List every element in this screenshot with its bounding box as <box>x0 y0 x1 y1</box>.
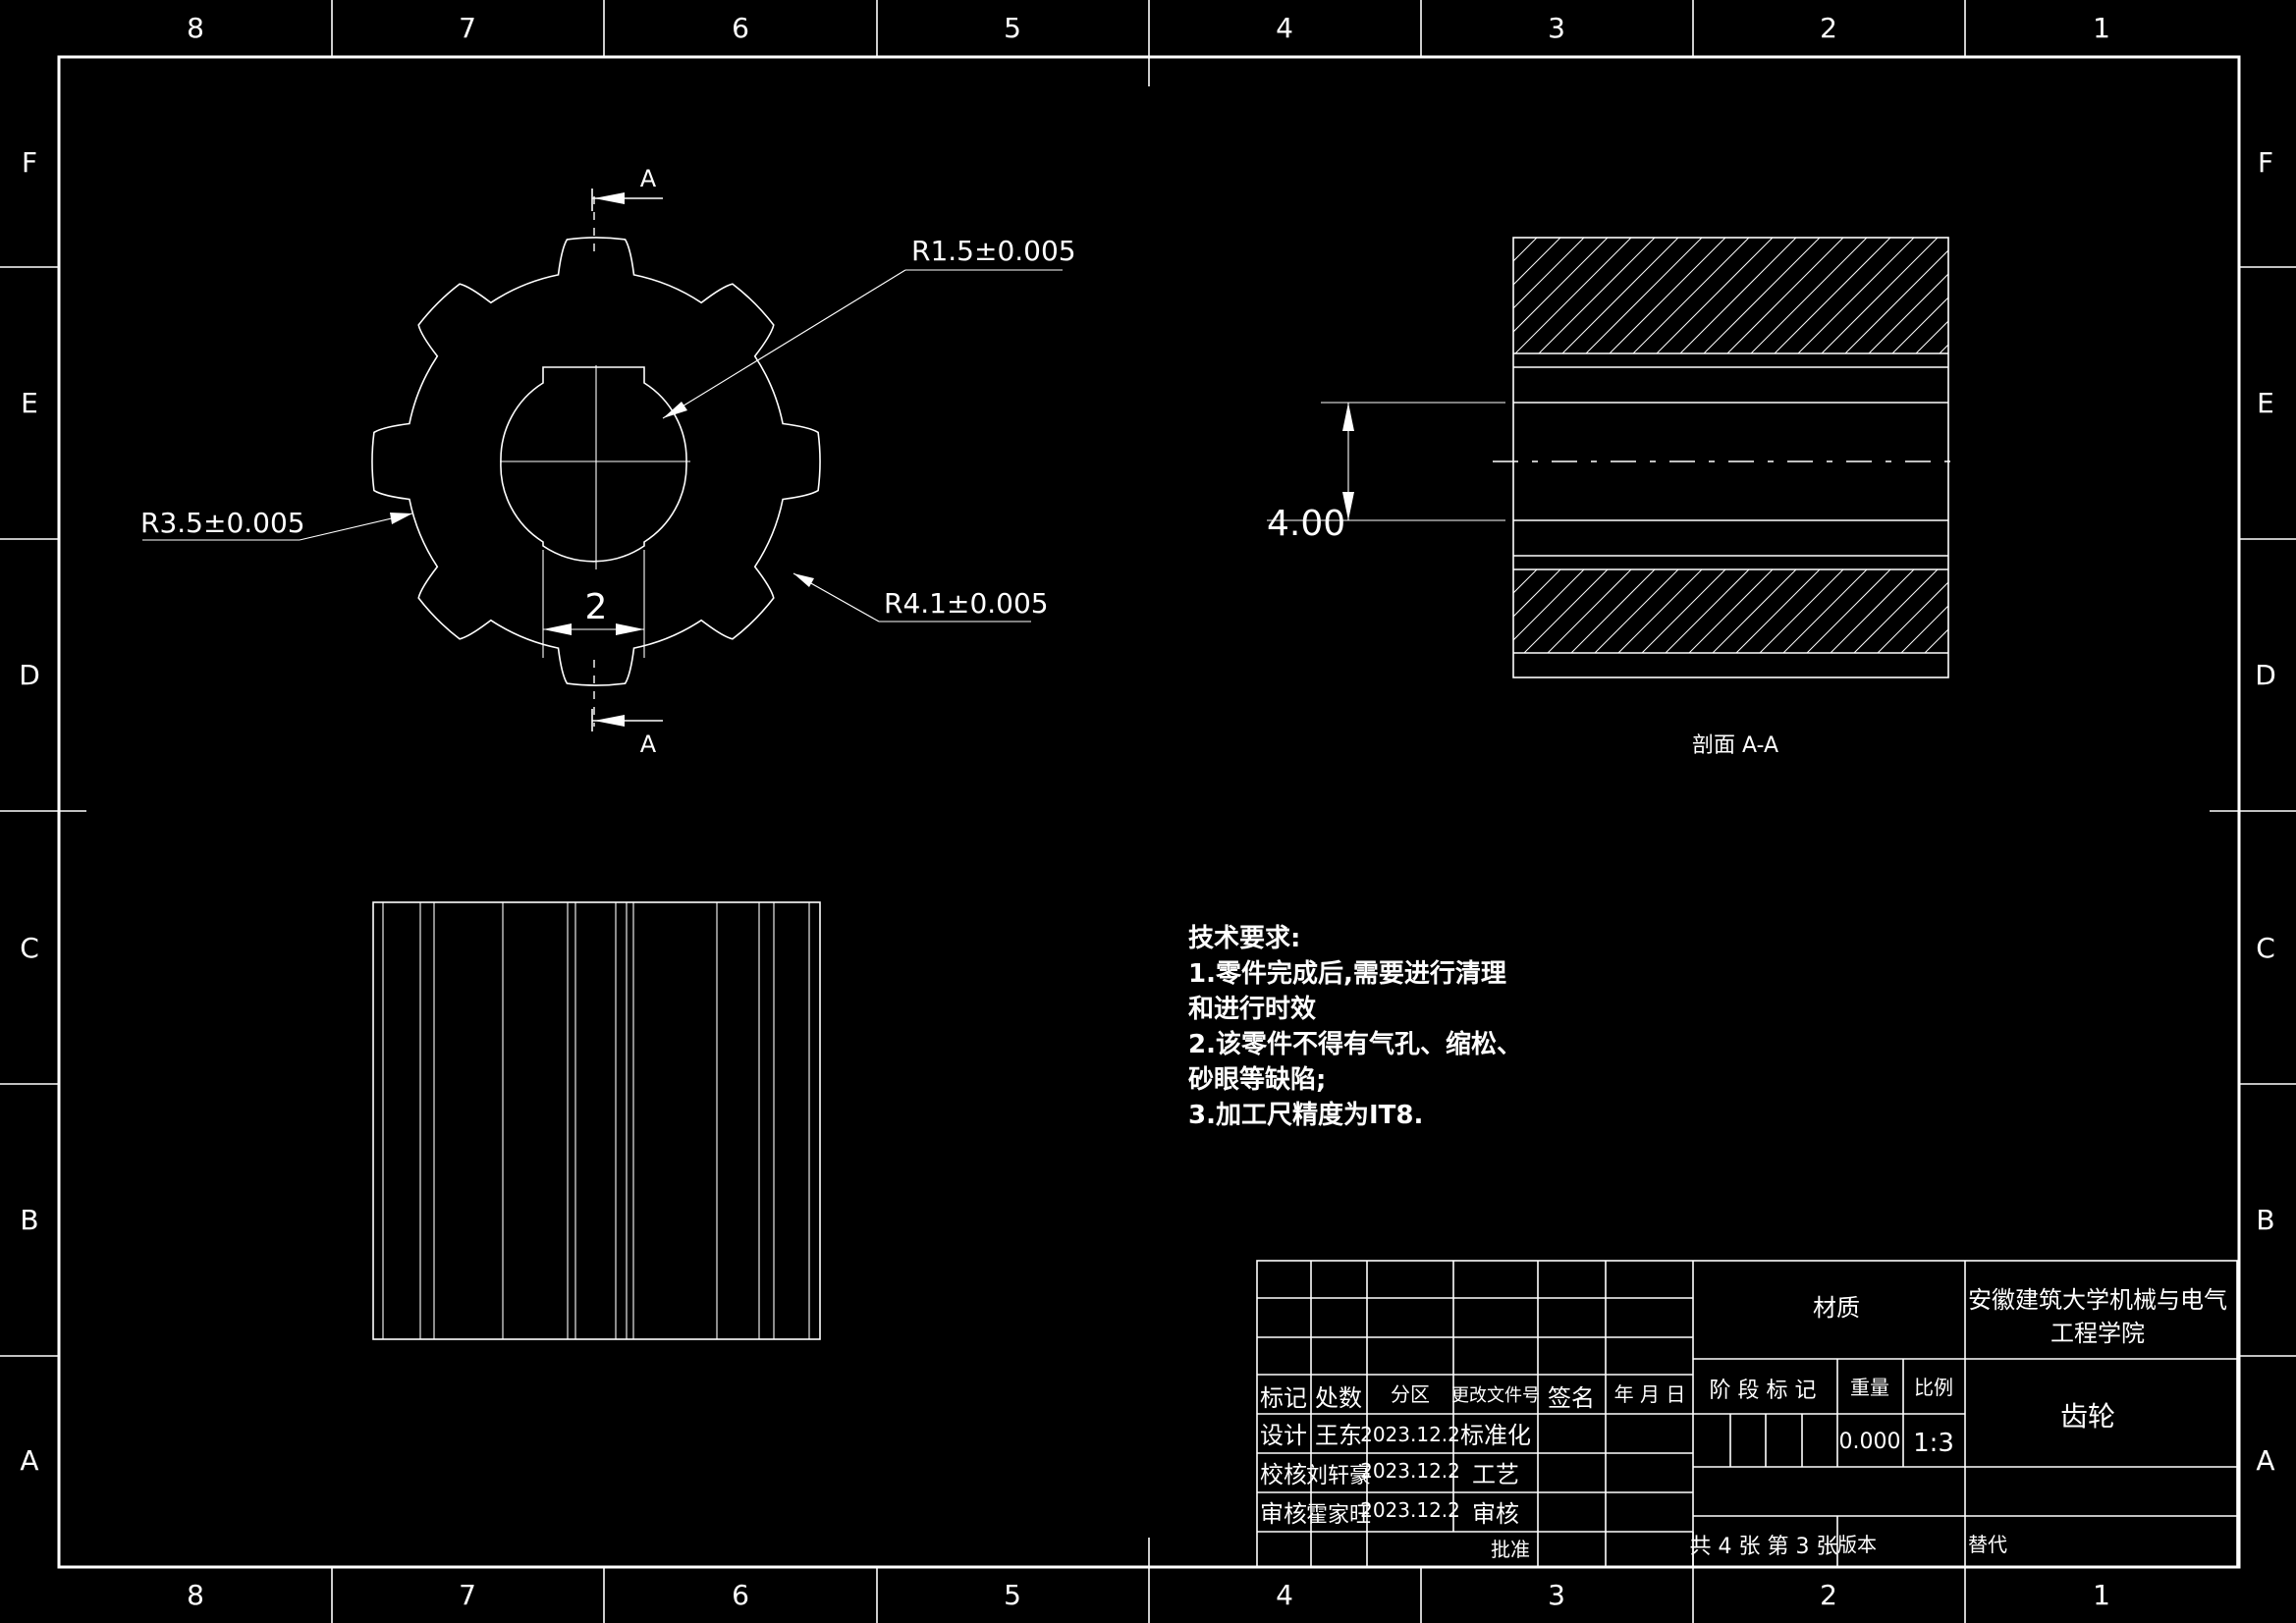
section-mark-bottom: A <box>640 730 657 758</box>
dim-keyway: 2 <box>585 587 608 627</box>
scale-value: 1:3 <box>1913 1429 1954 1458</box>
zone-col-3-bottom: 3 <box>1548 1579 1565 1611</box>
hdr-sign: 签名 <box>1548 1384 1595 1412</box>
design-date: 2023.12.2 <box>1360 1423 1460 1446</box>
zone-col-1-top: 1 <box>2093 12 2110 44</box>
gear-outline <box>371 237 821 686</box>
part-name: 齿轮 <box>2060 1400 2115 1433</box>
replace-label: 替代 <box>1968 1533 2007 1556</box>
gear-bore-outline <box>500 366 687 563</box>
check-label: 校核 <box>1260 1461 1307 1488</box>
dim-r-outer: R4.1±0.005 <box>884 587 1049 620</box>
zone-col-2-bottom: 2 <box>1820 1579 1837 1611</box>
hdr-zone: 分区 <box>1391 1382 1430 1406</box>
section-a-a-view: 4.00 剖面 A-A <box>1267 237 1964 758</box>
zone-col-6-top: 6 <box>732 12 749 44</box>
stage-label: 阶 段 标 记 <box>1710 1379 1817 1403</box>
zone-row-f-left: F <box>22 146 37 179</box>
zone-row-e-left: E <box>21 387 38 419</box>
weight-label: 重量 <box>1850 1376 1889 1399</box>
review2-label: 审核 <box>1472 1500 1519 1528</box>
zone-col-4-bottom: 4 <box>1276 1579 1293 1611</box>
zone-row-e-right: E <box>2257 387 2274 419</box>
zone-row-d-right: D <box>2255 659 2276 691</box>
tech-req-line: 2.该零件不得有气孔、缩松、 <box>1188 1029 1522 1059</box>
version-label: 版本 <box>1837 1533 1877 1556</box>
tech-req-line: 3.加工尺精度为IT8. <box>1188 1100 1423 1130</box>
design-label: 设计 <box>1260 1422 1307 1449</box>
tech-requirements: 技术要求: 1.零件完成后,需要进行清理 和进行时效 2.该零件不得有气孔、缩松… <box>1188 924 1522 1130</box>
check-date: 2023.12.2 <box>1360 1459 1460 1483</box>
tech-req-line: 和进行时效 <box>1188 994 1316 1024</box>
section-mark-top: A <box>640 165 657 192</box>
zone-col-7-bottom: 7 <box>459 1579 476 1611</box>
zone-col-1-bottom: 1 <box>2093 1579 2110 1611</box>
dim-r-inner: R1.5±0.005 <box>911 235 1076 267</box>
tech-req-title: 技术要求: <box>1188 924 1300 953</box>
dim-r-root: R3.5±0.005 <box>140 507 305 539</box>
zone-row-a-right: A <box>2256 1444 2274 1477</box>
zone-col-3-top: 3 <box>1548 12 1565 44</box>
section-caption: 剖面 A-A <box>1692 733 1778 758</box>
zone-col-6-bottom: 6 <box>732 1579 749 1611</box>
zone-row-c-right: C <box>2256 932 2275 964</box>
approve-label: 批准 <box>1491 1538 1530 1561</box>
process-label: 工艺 <box>1472 1461 1519 1488</box>
review-date: 2023.12.2 <box>1360 1498 1460 1522</box>
tech-req-line: 1.零件完成后,需要进行清理 <box>1188 958 1506 989</box>
standard-label: 标准化 <box>1460 1422 1531 1449</box>
zone-col-8-top: 8 <box>187 12 204 44</box>
zone-col-4-top: 4 <box>1276 12 1293 44</box>
hdr-mark: 标记 <box>1260 1384 1307 1412</box>
hdr-doc: 更改文件号 <box>1451 1385 1540 1406</box>
zone-row-b-right: B <box>2256 1204 2274 1236</box>
check-name: 刘轩豪 <box>1306 1464 1371 1488</box>
zone-row-b-left: B <box>20 1204 38 1236</box>
review-name: 霍家旺 <box>1306 1503 1371 1528</box>
hdr-count: 处数 <box>1315 1384 1362 1412</box>
tech-req-line: 砂眼等缺陷; <box>1188 1064 1326 1095</box>
gear-side-view <box>372 901 821 1340</box>
gear-front-view: A A R1.5±0.005 R3.5±0.005 R4.1±0.005 2 <box>140 165 1076 758</box>
hdr-date: 年 月 日 <box>1614 1382 1686 1406</box>
zone-col-2-top: 2 <box>1820 12 1837 44</box>
zone-col-8-bottom: 8 <box>187 1579 204 1611</box>
zone-row-c-left: C <box>20 932 39 964</box>
company-name: 安徽建筑大学机械与电气 <box>1968 1286 2227 1314</box>
review-label: 审核 <box>1260 1500 1307 1528</box>
zone-row-f-right: F <box>2258 146 2273 179</box>
company-name-2: 工程学院 <box>2050 1320 2145 1347</box>
scale-label: 比例 <box>1914 1376 1953 1399</box>
zone-col-7-top: 7 <box>459 12 476 44</box>
title-block: 标记 处数 分区 更改文件号 签名 年 月 日 设计 王东 2023.12.2 … <box>1256 1260 2238 1568</box>
sheet-count: 共 4 张 第 3 张 <box>1690 1535 1838 1559</box>
zone-row-a-left: A <box>20 1444 38 1477</box>
zone-row-d-left: D <box>19 659 40 691</box>
zone-col-5-top: 5 <box>1004 12 1021 44</box>
dim-bore: 4.00 <box>1267 504 1345 544</box>
weight-value: 0.000 <box>1839 1430 1901 1454</box>
material-label: 材质 <box>1813 1294 1860 1322</box>
design-name: 王东 <box>1315 1422 1362 1449</box>
zone-col-5-bottom: 5 <box>1004 1579 1021 1611</box>
